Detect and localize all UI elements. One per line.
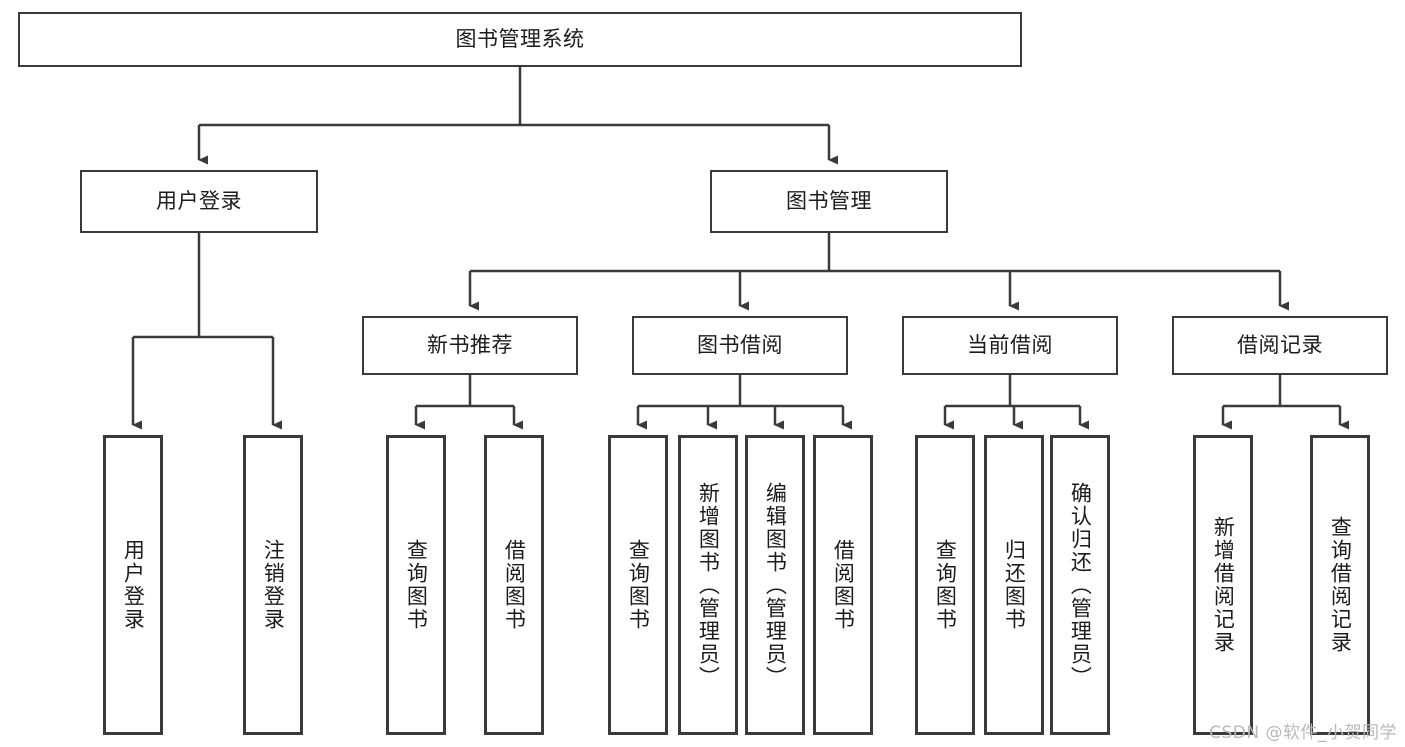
node-leaf-user-login[interactable]: 用户登录 (103, 435, 163, 735)
node-cb-return[interactable]: 归还图书 (984, 435, 1044, 735)
node-label: 当前借阅 (967, 332, 1053, 357)
node-cb-confirm[interactable]: 确认归还（管理员） (1050, 435, 1110, 735)
node-label: 用户登录 (121, 539, 146, 631)
node-label: 图书管理系统 (455, 26, 585, 51)
node-label: 归还图书 (1002, 539, 1027, 631)
node-current-borrow[interactable]: 当前借阅 (902, 316, 1118, 375)
node-label: 图书管理 (786, 188, 872, 213)
node-label: 查询图书 (933, 539, 958, 631)
node-bb-query[interactable]: 查询图书 (608, 435, 668, 735)
node-label: 查询图书 (626, 539, 651, 631)
node-label: 图书借阅 (697, 332, 783, 357)
node-borrow-record[interactable]: 借阅记录 (1172, 316, 1388, 375)
node-leaf-logout[interactable]: 注销登录 (243, 435, 303, 735)
node-label: 注销登录 (261, 539, 286, 631)
node-bb-add[interactable]: 新增图书（管理员） (678, 435, 738, 735)
node-nbr-borrow[interactable]: 借阅图书 (484, 435, 544, 735)
node-new-book-rec[interactable]: 新书推荐 (362, 316, 578, 375)
node-nbr-query[interactable]: 查询图书 (386, 435, 446, 735)
node-br-add[interactable]: 新增借阅记录 (1193, 435, 1253, 735)
node-label: 编辑图书（管理员） (763, 481, 788, 689)
node-book-manage[interactable]: 图书管理 (710, 170, 948, 233)
watermark-text: CSDN @软件_小贺同学 (1209, 723, 1397, 743)
node-bb-edit[interactable]: 编辑图书（管理员） (745, 435, 805, 735)
node-cb-query[interactable]: 查询图书 (915, 435, 975, 735)
node-label: 新增借阅记录 (1211, 516, 1236, 654)
node-book-borrow[interactable]: 图书借阅 (632, 316, 848, 375)
node-label: 确认归还（管理员） (1068, 481, 1093, 689)
node-label: 新书推荐 (427, 332, 513, 357)
node-label: 用户登录 (156, 188, 242, 213)
node-user-login[interactable]: 用户登录 (80, 170, 318, 233)
node-br-query[interactable]: 查询借阅记录 (1310, 435, 1370, 735)
node-label: 查询借阅记录 (1328, 516, 1353, 654)
node-label: 借阅图书 (831, 539, 856, 631)
node-root[interactable]: 图书管理系统 (18, 12, 1022, 67)
node-label: 新增图书（管理员） (696, 481, 721, 689)
node-bb-borrow[interactable]: 借阅图书 (813, 435, 873, 735)
node-label: 借阅图书 (502, 539, 527, 631)
node-label: 借阅记录 (1237, 332, 1323, 357)
node-label: 查询图书 (404, 539, 429, 631)
